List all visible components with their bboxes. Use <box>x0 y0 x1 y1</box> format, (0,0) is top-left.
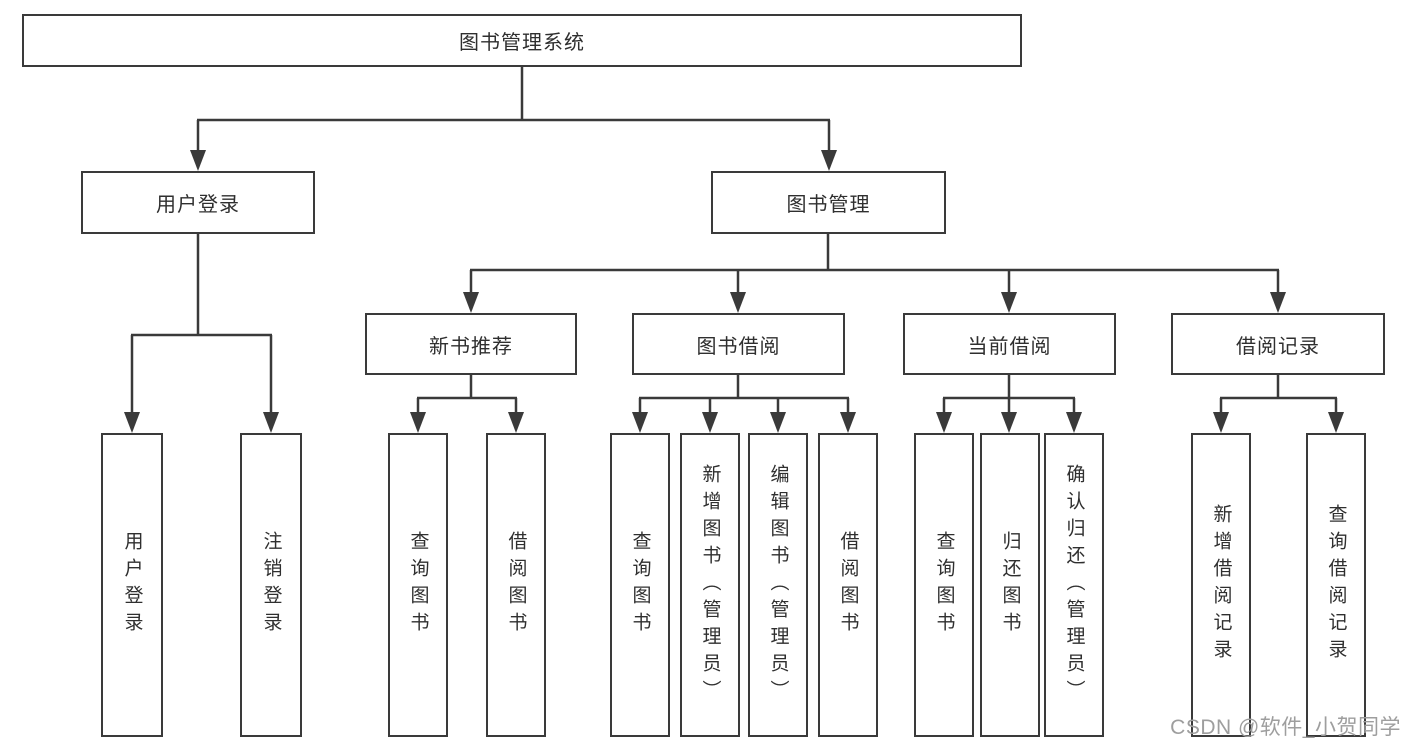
node-current-borrowing: 当前借阅 <box>903 313 1116 375</box>
leaf-logout: 注销登录 <box>240 433 302 737</box>
node-library-system: 图书管理系统 <box>22 14 1022 67</box>
leaf-query-books-current: 查询图书 <box>914 433 974 737</box>
csdn-watermark: CSDN @软件_小贺同学 <box>1170 716 1401 739</box>
leaf-borrow-books: 借阅图书 <box>818 433 878 737</box>
leaf-user-login: 用户登录 <box>101 433 163 737</box>
node-borrow-records: 借阅记录 <box>1171 313 1385 375</box>
leaf-return-book: 归还图书 <box>980 433 1040 737</box>
leaf-borrow-books-recommend: 借阅图书 <box>486 433 546 737</box>
node-book-management: 图书管理 <box>711 171 946 234</box>
leaf-confirm-return-admin: 确认归还（管理员） <box>1044 433 1104 737</box>
leaf-edit-book-admin: 编辑图书（管理员） <box>748 433 808 737</box>
node-book-borrowing: 图书借阅 <box>632 313 845 375</box>
leaf-add-borrow-record: 新增借阅记录 <box>1191 433 1251 737</box>
leaf-query-books-borrowing: 查询图书 <box>610 433 670 737</box>
leaf-query-borrow-record: 查询借阅记录 <box>1306 433 1366 737</box>
node-new-book-recommend: 新书推荐 <box>365 313 577 375</box>
node-user-login: 用户登录 <box>81 171 315 234</box>
leaf-query-books-recommend: 查询图书 <box>388 433 448 737</box>
leaf-add-book-admin: 新增图书（管理员） <box>680 433 740 737</box>
